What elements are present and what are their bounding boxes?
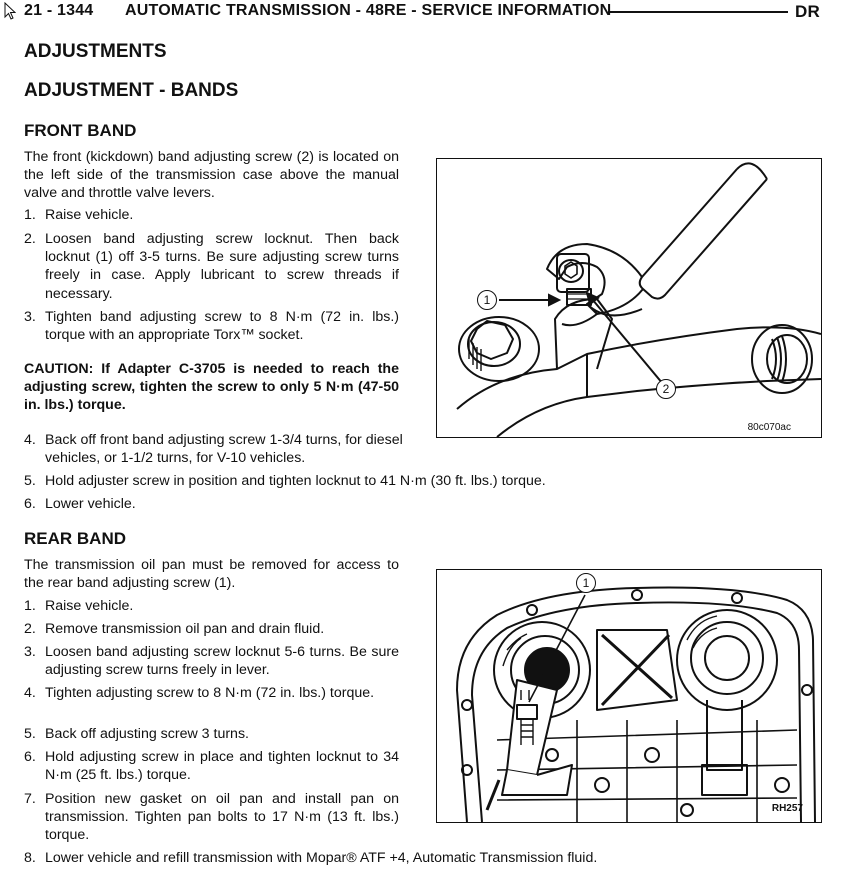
- header-rule: [608, 11, 788, 13]
- list-item: 4.Tighten adjusting screw to 8 N·m (72 i…: [24, 685, 375, 701]
- figure-id: 80c070ac: [747, 422, 791, 433]
- list-item: 2.Loosen band adjusting screw locknut. T…: [24, 231, 399, 302]
- list-item: 7.Position new gasket on oil pan and ins…: [24, 791, 399, 844]
- vehicle-code: DR: [795, 2, 820, 21]
- list-item: 4.Back off front band adjusting screw 1-…: [24, 432, 403, 467]
- rear-band-intro: The transmission oil pan must be removed…: [24, 557, 399, 592]
- list-item: 3.Loosen band adjusting screw locknut 5-…: [24, 644, 399, 679]
- list-item: 1.Raise vehicle.: [24, 598, 134, 614]
- list-item: 5.Back off adjusting screw 3 turns.: [24, 726, 249, 742]
- callout-1: 1: [477, 290, 497, 310]
- list-item: 6.Lower vehicle.: [24, 496, 136, 512]
- callout-2: 2: [656, 379, 676, 399]
- list-item: 8.Lower vehicle and refill transmission …: [24, 850, 598, 866]
- list-item: 3.Tighten band adjusting screw to 8 N·m …: [24, 309, 399, 344]
- list-item: 5.Hold adjuster screw in position and ti…: [24, 473, 546, 489]
- page-header: 21 - 1344 AUTOMATIC TRANSMISSION - 48RE …: [0, 0, 848, 24]
- mouse-cursor-icon: [4, 1, 17, 25]
- section-title: AUTOMATIC TRANSMISSION - 48RE - SERVICE …: [125, 2, 612, 19]
- heading-adjustment-bands: ADJUSTMENT - BANDS: [24, 80, 239, 101]
- heading-adjustments: ADJUSTMENTS: [24, 41, 167, 62]
- figure-id: RH257: [771, 803, 803, 814]
- list-item: 2.Remove transmission oil pan and drain …: [24, 621, 325, 637]
- heading-front-band: FRONT BAND: [24, 121, 137, 140]
- page-number: 21 - 1344: [24, 2, 94, 19]
- rear-band-figure: 1 RH257: [436, 569, 822, 823]
- caution-note: CAUTION: If Adapter C-3705 is needed to …: [24, 361, 399, 414]
- front-band-intro: The front (kickdown) band adjusting scre…: [24, 149, 399, 202]
- list-item: 6.Hold adjusting screw in place and tigh…: [24, 749, 399, 784]
- front-band-illustration: [456, 162, 821, 437]
- list-item: 1.Raise vehicle.: [24, 207, 134, 223]
- rear-band-illustration: [456, 586, 816, 822]
- callout-1: 1: [576, 573, 596, 593]
- front-band-figure: 1 2 80c070ac: [436, 158, 822, 438]
- heading-rear-band: REAR BAND: [24, 529, 126, 548]
